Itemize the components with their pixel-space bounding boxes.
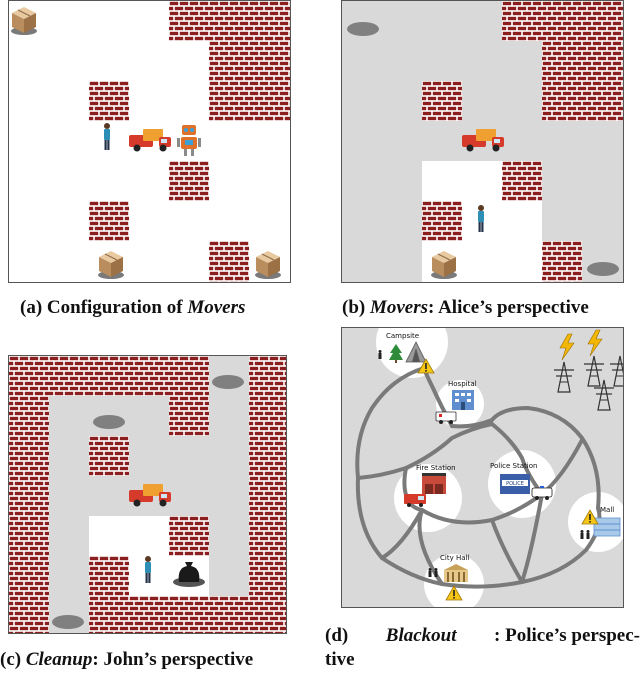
caption-b: (b) Movers: Alice’s perspective (342, 297, 589, 318)
pit-icon (52, 615, 84, 629)
person-icon (586, 530, 590, 539)
brick-wall (169, 161, 209, 201)
police-sign: POLICE (506, 481, 524, 487)
panel-a-movers-configuration (8, 0, 291, 283)
pit-icon (587, 262, 619, 276)
person-icon (580, 530, 584, 539)
brick-wall (89, 556, 129, 596)
brick-wall (542, 41, 623, 121)
pit-icon (212, 375, 244, 389)
building-icon (452, 390, 474, 410)
caption-a: (a) Configuration of Movers (20, 297, 246, 318)
brick-wall (422, 81, 462, 121)
road-network (355, 366, 602, 589)
brick-wall (209, 41, 290, 121)
label-police-station: Police Station (490, 462, 537, 470)
brick-wall (89, 436, 129, 476)
brick-wall (89, 596, 249, 633)
tree-icon (389, 344, 403, 363)
brick-wall (502, 1, 623, 41)
fire-truck-icon (404, 494, 426, 507)
brick-wall (422, 201, 462, 241)
brick-wall (169, 516, 209, 556)
caption-d: (d) Blackout : Police’s perspec- tive (325, 625, 640, 670)
box-icon (431, 250, 457, 279)
label-city-hall: City Hall (440, 554, 469, 562)
brick-wall (542, 241, 582, 282)
brick-wall (9, 356, 209, 396)
pit-icon (93, 415, 125, 429)
brick-wall (169, 396, 209, 436)
panel-d-blackout-map: Campsite Hospital Fire Station Police St… (341, 327, 624, 608)
building-icon: POLICE (500, 474, 530, 494)
label-hospital: Hospital (448, 380, 477, 388)
tent-icon (405, 341, 427, 363)
caption-c: (c) Cleanup: John’s perspective (0, 649, 254, 670)
brick-wall (169, 1, 290, 41)
building-icon (593, 517, 621, 537)
building-icon (422, 473, 446, 494)
ambulance-icon (435, 411, 457, 424)
person-icon (428, 568, 432, 577)
brick-wall (249, 356, 286, 633)
label-campsite: Campsite (386, 332, 419, 340)
panel-b-alice-perspective (341, 0, 624, 283)
label-fire-station: Fire Station (416, 464, 456, 472)
box-icon (98, 250, 124, 279)
person-icon (378, 350, 382, 359)
label-mall: Mall (600, 506, 614, 514)
police-car-icon (531, 486, 553, 500)
brick-wall (89, 81, 129, 121)
box-icon (11, 6, 37, 35)
trash-bag-icon (173, 562, 205, 587)
brick-wall (89, 201, 129, 241)
brick-wall (209, 241, 249, 282)
panel-c-john-perspective (8, 355, 287, 634)
brick-wall (502, 161, 542, 201)
pit-icon (347, 22, 379, 36)
person-icon (434, 568, 438, 577)
box-icon (255, 250, 281, 279)
brick-wall (9, 396, 49, 633)
building-icon (444, 564, 468, 582)
